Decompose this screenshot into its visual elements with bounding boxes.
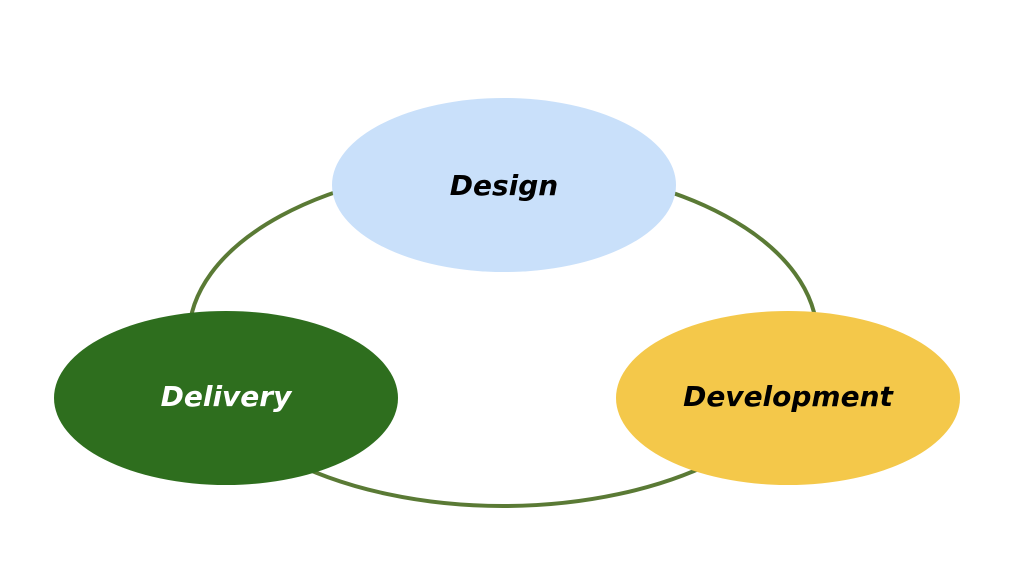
delivery-ellipse: [54, 311, 398, 485]
delivery-label: Delivery: [161, 380, 293, 413]
delivery-node: Delivery: [54, 311, 398, 485]
design-node: Design: [332, 98, 676, 272]
design-ellipse: [332, 98, 676, 272]
design-label: Design: [450, 169, 558, 202]
development-label: Development: [683, 380, 894, 413]
development-node: Development: [616, 311, 960, 485]
development-ellipse: [616, 311, 960, 485]
